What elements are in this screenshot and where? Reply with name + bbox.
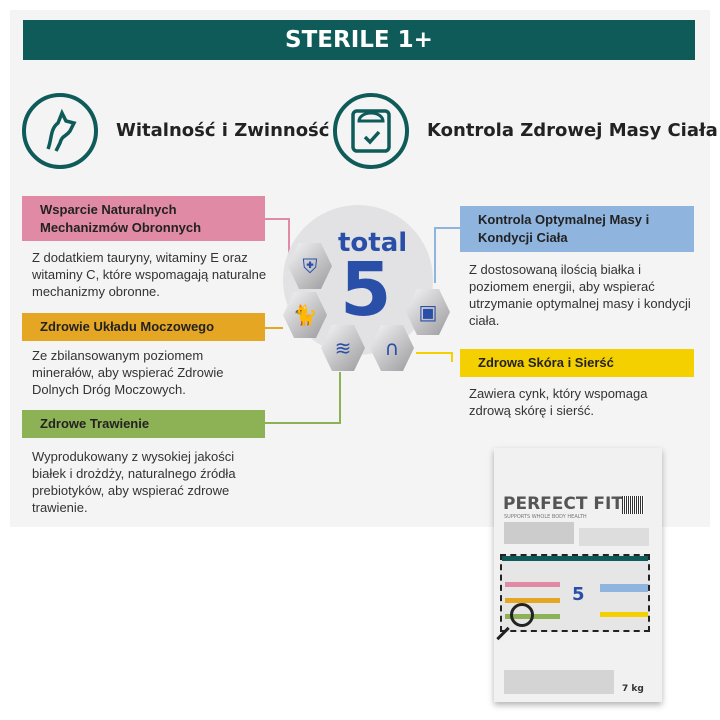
connector-line [451,352,453,362]
bag-weight: 7 kg [622,684,644,694]
shield-check-icon: ⛨ [288,243,332,289]
bag-text-block [504,670,614,694]
cat-drop-icon: 🐈 [283,292,327,338]
feature-vitality: Witalność i Zwinność [116,120,330,141]
benefit-text-digestion: Wyprodukowany z wysokiej jakości białek … [32,449,236,515]
benefit-text-urinary: Ze zbilansowanym poziomem minerałów, aby… [32,348,224,397]
benefit-title-digestion: Zdrowe Trawienie [22,410,265,438]
product-bag-image: PERFECT FIT SUPPORTS WHOLE BODY HEALTH 5… [494,448,662,702]
connector-line [288,218,290,254]
connector-line [434,227,436,283]
page-title: STERILE 1+ [23,20,695,60]
benefit-title-weight: Kontrola Optymalnej Masy i Kondycji Ciał… [460,206,694,252]
connector-line [265,218,289,220]
intestine-icon: ≋ [321,325,365,371]
bag-tagline: SUPPORTS WHOLE BODY HEALTH [504,514,587,520]
benefit-title-skin: Zdrowa Skóra i Sierść [460,349,694,377]
total-number: 5 [340,247,392,333]
bag-text-block [504,522,574,544]
scale-check-icon [333,93,409,169]
connector-line [265,422,340,424]
connector-line [434,227,460,229]
bag-brand: PERFECT FIT [503,494,623,514]
total-label: total [338,228,408,258]
scale-icon: ▣ [406,289,450,335]
cat-icon [22,93,98,169]
bag-text-block [579,528,649,546]
connector-line [339,372,341,424]
benefit-title-urinary: Zdrowie Układu Moczowego [22,313,265,341]
feature-weight-control: Kontrola Zdrowej Masy Ciała [427,120,718,141]
benefit-text-immunity: Z dodatkiem tauryny, witaminy E oraz wit… [32,250,267,299]
magnifier-icon [510,603,534,627]
connector-line [265,327,283,329]
benefit-text-weight: Z dostosowaną ilością białka i poziomem … [469,262,691,328]
benefit-title-immunity: Wsparcie Naturalnych Mechanizmów Obronny… [22,196,265,241]
connector-line [416,352,452,354]
barcode [622,496,644,514]
hair-icon: ∩ [370,325,414,371]
benefit-text-skin: Zawiera cynk, który wspomaga zdrową skór… [469,386,648,418]
